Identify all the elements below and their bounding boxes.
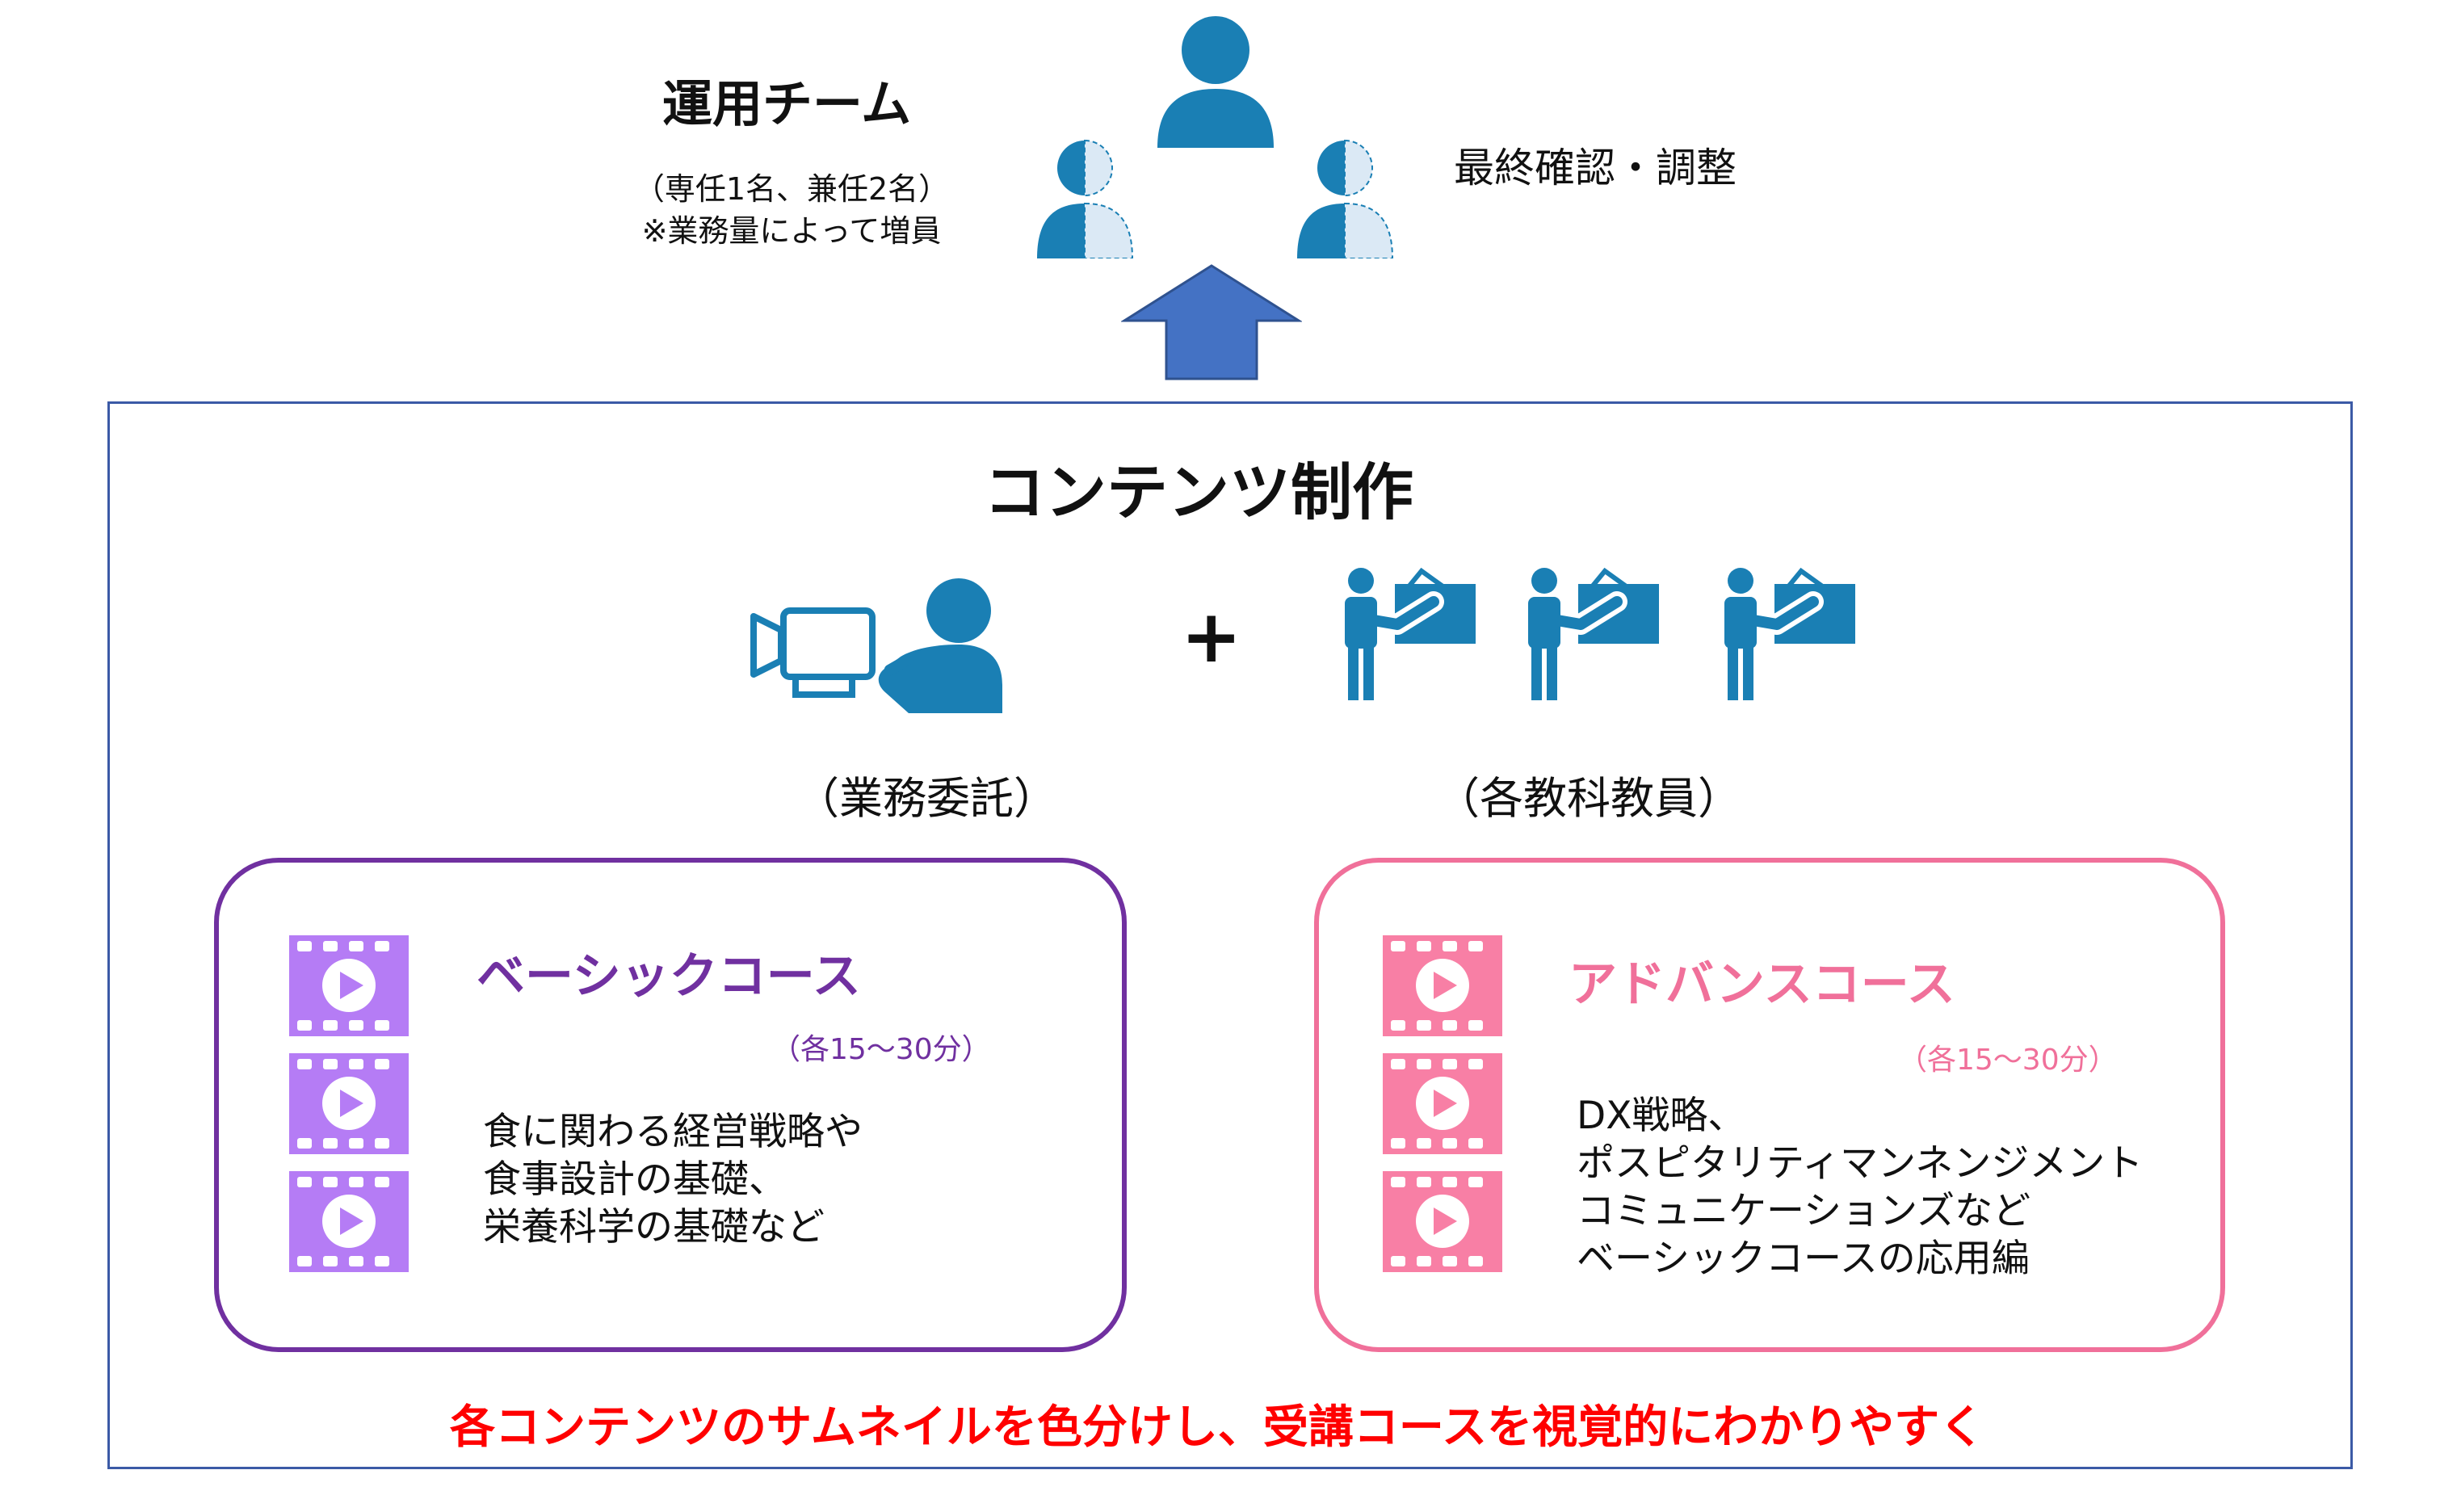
video-thumbnail-icon bbox=[289, 1053, 409, 1154]
teacher-board-icon bbox=[1724, 567, 1855, 700]
basic-course-box bbox=[214, 858, 1127, 1352]
basic-course-description: 食に関わる経営戦略や 食事設計の基礎、 栄養科学の基礎など bbox=[483, 1110, 863, 1250]
video-thumbnail-icon bbox=[289, 935, 409, 1036]
video-thumbnail-icon bbox=[289, 1171, 409, 1272]
team-note-line1: （専任1名、兼任2名） bbox=[633, 171, 950, 207]
team-role-label: 最終確認・調整 bbox=[1454, 145, 1737, 191]
teachers-label: （各教科教員） bbox=[1436, 773, 1741, 824]
basic-course-title: ベーシックコース bbox=[477, 948, 861, 1005]
teacher-board-icon bbox=[1528, 567, 1659, 700]
advance-course-description: DX戦略、 ポスピタリティマンネンジメント コミュニケーションズなど ベーシック… bbox=[1577, 1094, 2144, 1281]
content-production-frame bbox=[107, 401, 2353, 1469]
up-arrow-icon bbox=[1121, 264, 1302, 380]
basic-course-duration: （各15～30分） bbox=[771, 1033, 991, 1066]
half-person-icon bbox=[1037, 139, 1134, 258]
advance-course-box bbox=[1314, 858, 2225, 1352]
video-thumbnail-icon bbox=[1383, 1053, 1502, 1154]
team-note: （専任1名、兼任2名） ※業務量によって増員 bbox=[614, 168, 969, 252]
content-title: コンテンツ制作 bbox=[984, 456, 1413, 528]
team-note-line2: ※業務量によって増員 bbox=[641, 213, 942, 249]
advance-course-duration: （各15～30分） bbox=[1898, 1044, 2118, 1077]
half-person-icon bbox=[1297, 139, 1394, 258]
outsource-label: （業務委託） bbox=[796, 773, 1057, 824]
video-camera-person-icon bbox=[750, 578, 1002, 713]
video-thumbnail-icon bbox=[1383, 1171, 1502, 1272]
person-icon bbox=[1157, 16, 1274, 148]
footer-note: 各コンテンツのサムネイルを色分けし、受講コースを視覚的にわかりやすく bbox=[450, 1401, 1985, 1454]
advance-course-title: アドバンスコース bbox=[1569, 956, 1955, 1013]
plus-sign: + bbox=[1181, 594, 1242, 679]
video-thumbnail-icon bbox=[1383, 935, 1502, 1036]
team-title: 運用チーム bbox=[662, 74, 912, 133]
teacher-board-icon bbox=[1345, 567, 1476, 700]
